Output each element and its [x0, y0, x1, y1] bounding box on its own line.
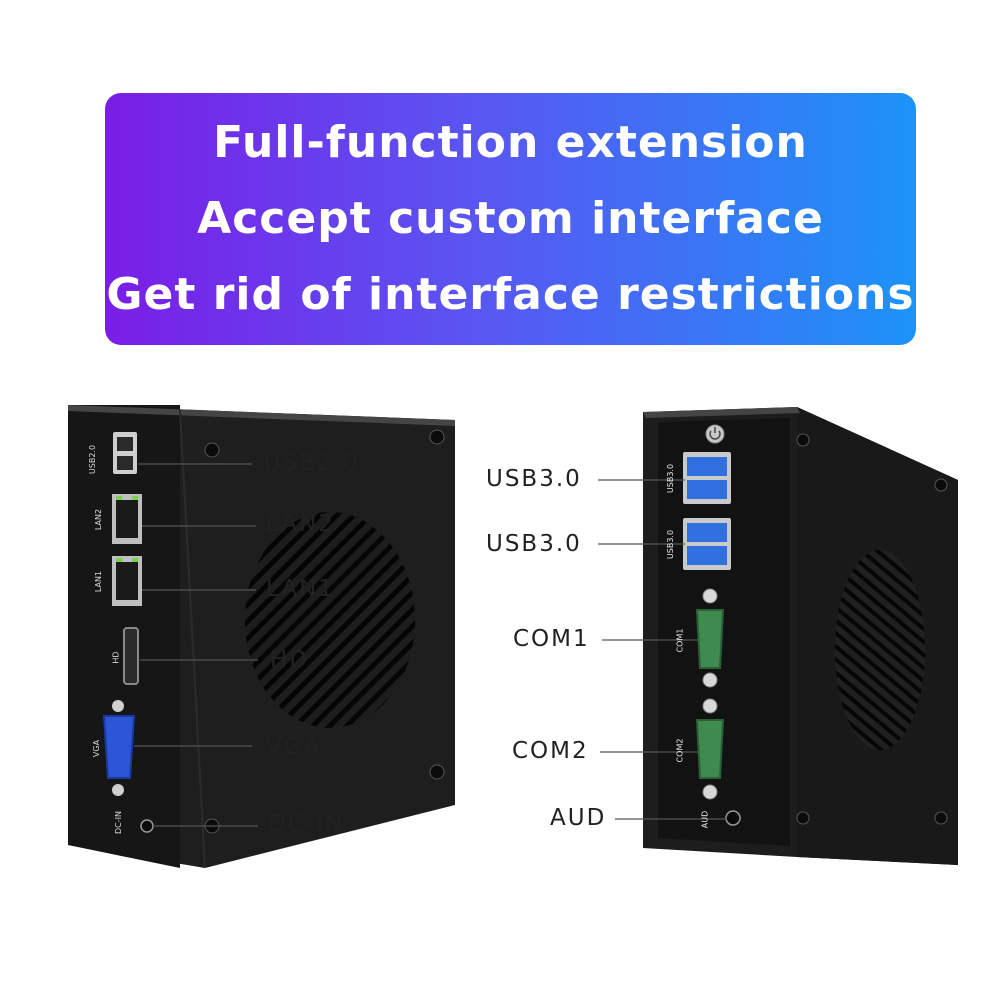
- port-tag-usb3-1: USB3.0: [666, 463, 676, 494]
- port-tag-vga: VGA: [92, 739, 102, 758]
- vga-port: [102, 715, 136, 779]
- port-tag-lan1: LAN1: [94, 570, 104, 593]
- port-tag-dc-in: DC-IN: [113, 811, 123, 834]
- right-mini-pc: [598, 407, 958, 865]
- hdmi-port: [123, 627, 139, 685]
- feature-banner: Full-function extension Accept custom in…: [105, 93, 916, 345]
- com2-port: [695, 719, 725, 779]
- dc-in-jack: [140, 819, 154, 833]
- left-callout-lines: [134, 463, 258, 827]
- audio-jack: [725, 810, 741, 826]
- label-lan2: LAN2: [266, 511, 335, 537]
- label-usb3-1: USB3.0: [486, 466, 582, 492]
- fan-grille: [245, 512, 415, 728]
- label-com2: COM2: [512, 738, 589, 764]
- label-com1: COM1: [513, 626, 590, 652]
- port-tag-hd: HD: [111, 651, 121, 664]
- power-icon: [705, 424, 725, 444]
- com1-port: [695, 609, 725, 669]
- label-usb3-2: USB3.0: [486, 531, 582, 557]
- port-tag-usb2: USB2.0: [88, 444, 98, 475]
- port-tag-lan2: LAN2: [94, 508, 104, 531]
- label-hd: HD: [270, 647, 310, 673]
- port-tag-com1: COM1: [675, 628, 685, 653]
- label-dc-in: DC-IN: [268, 811, 345, 837]
- fan-grille: [835, 550, 925, 750]
- left-mini-pc: [68, 405, 455, 869]
- port-tag-com2: COM2: [675, 738, 685, 763]
- right-callout-lines: [598, 479, 727, 820]
- label-usb2: USB2.0: [264, 450, 360, 476]
- label-lan1: LAN1: [266, 576, 335, 602]
- port-tag-aud: AUD: [700, 810, 710, 829]
- banner-line-2: Accept custom interface: [197, 193, 824, 244]
- banner-line-3: Get rid of interface restrictions: [106, 269, 915, 320]
- port-tag-usb3-2: USB3.0: [666, 529, 676, 560]
- label-vga: VGA: [266, 734, 322, 760]
- banner-line-1: Full-function extension: [213, 117, 808, 168]
- label-aud: AUD: [550, 805, 607, 831]
